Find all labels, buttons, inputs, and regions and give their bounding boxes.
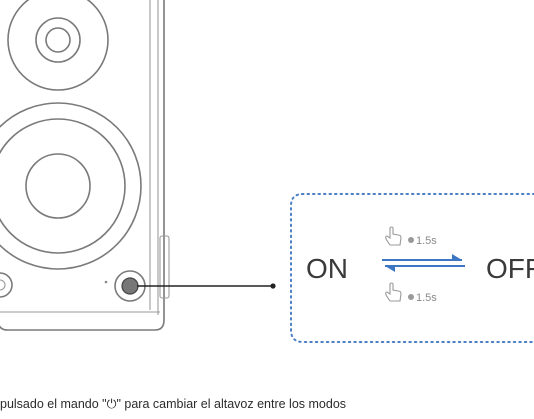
left-knob xyxy=(0,272,13,298)
press-time-top: 1.5s xyxy=(416,235,437,247)
hand-pointer-icon xyxy=(385,226,402,246)
caption-text: pulsado el mando "⏻" para cambiar el alt… xyxy=(0,397,347,411)
off-label: OFF xyxy=(486,253,534,284)
dot-icon xyxy=(408,237,414,243)
press-hint-bottom: 1.5s xyxy=(385,282,437,304)
press-hint-top: 1.5s xyxy=(385,226,437,247)
hand-pointer-icon xyxy=(385,282,402,302)
dot-icon xyxy=(408,294,414,300)
on-label: ON xyxy=(306,253,348,284)
toggle-arrows xyxy=(382,254,465,272)
power-knob-icon xyxy=(114,270,146,302)
press-time-bottom: 1.5s xyxy=(416,292,437,304)
connector-line xyxy=(137,283,276,289)
tweeter xyxy=(7,0,109,91)
woofer xyxy=(0,102,142,270)
callout-box xyxy=(290,193,534,343)
speaker-illustration xyxy=(0,0,170,331)
